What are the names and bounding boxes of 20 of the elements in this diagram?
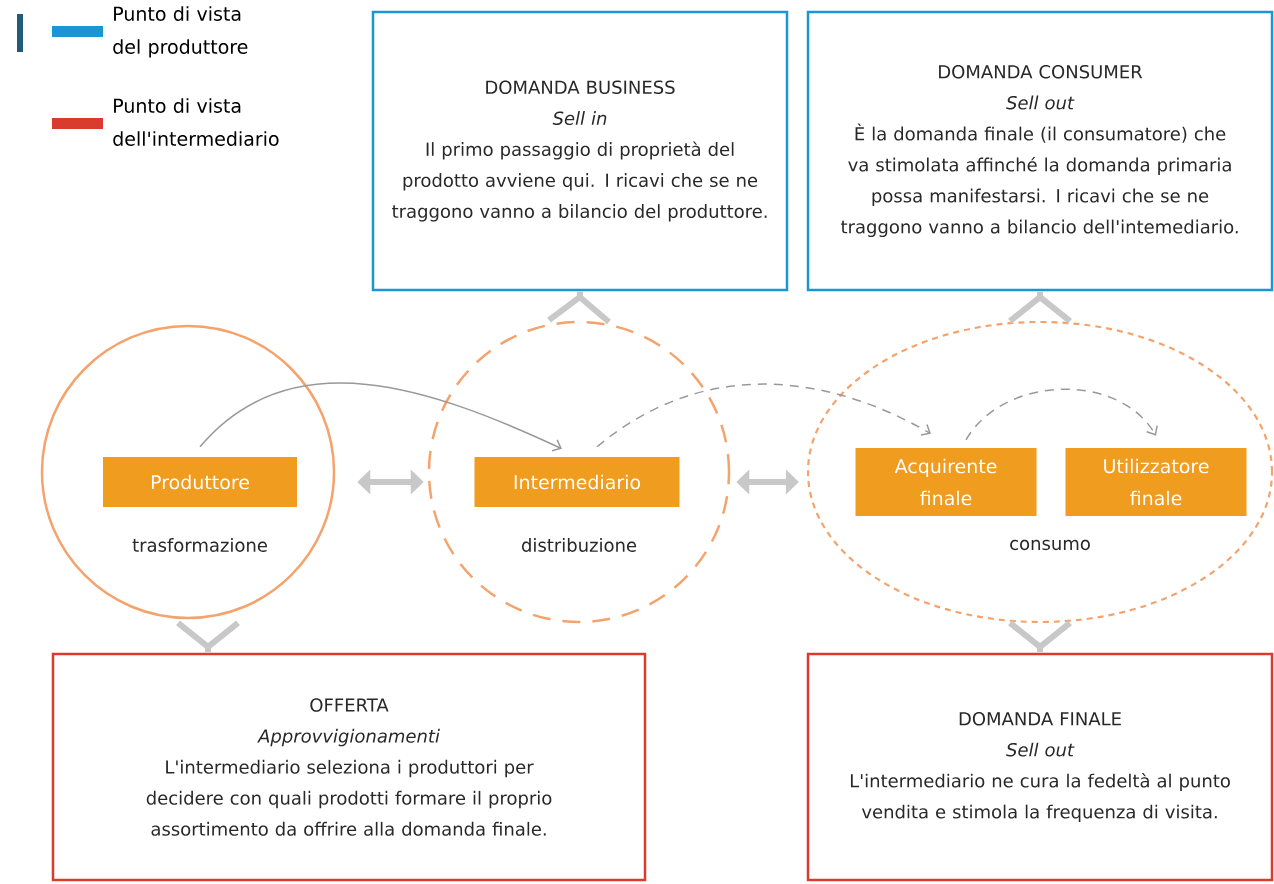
arrow (965, 388, 1158, 441)
stage-label: trasformazione (132, 538, 267, 552)
arrow (199, 382, 562, 452)
arrow (596, 383, 931, 448)
role-box: Intermediario (474, 457, 680, 507)
chevron (1008, 291, 1072, 324)
chevron (1008, 620, 1072, 653)
info-box: DOMANDA BUSINESS Sell in Il primo passaggio di proprietà del prodotto avviene qui. I ricavi che se ne traggono vanno a bilancio del produttore. (371, 10, 789, 292)
role-box: Utilizzatore finale (1065, 448, 1247, 516)
chevron (176, 620, 240, 653)
stage-label: consumo (1010, 539, 1090, 551)
role-box: Acquirente finale (855, 448, 1037, 516)
info-box: DOMANDA CONSUMER Sell out È la domanda finale (il consumatore) che va stimolata affinché la domanda primaria possa manifestarsi. I ricavi che se ne traggono vanno a bilancio dell'intemediario. (806, 10, 1274, 292)
info-box: DOMANDA FINALE Sell out L'intermediario ne cura la fedeltà al punto vendita e stimola la frequenza di visita. (806, 652, 1274, 882)
info-box: OFFERTA Approvvigionamenti L'intermediario seleziona i produttori per decidere con quali prodotti formare il proprio assortimento da offrire alla domanda finale. (51, 652, 647, 882)
legend-label: Punto di vista del produttore (113, 6, 248, 58)
chevron (547, 291, 611, 325)
legend-label: Punto di vista dell'intermediario (113, 98, 279, 146)
stage-label: distribuzione (521, 538, 637, 552)
role-box: Produttore (103, 457, 297, 507)
